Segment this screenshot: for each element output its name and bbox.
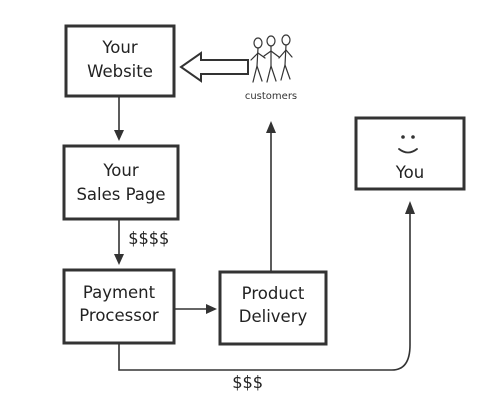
- website-line2: Website: [87, 62, 153, 81]
- delivery-line2: Delivery: [239, 307, 308, 326]
- connector-delivery-to-customers: [266, 121, 276, 272]
- sales-page-line1: Your: [102, 161, 138, 180]
- box-product-delivery: Product Delivery: [218, 270, 328, 346]
- delivery-line1: Product: [242, 284, 305, 303]
- stick-figures-icon: [250, 34, 293, 83]
- box-payment-processor: Payment Processor: [62, 268, 176, 345]
- box-your-sales-page: Your Sales Page: [62, 144, 180, 221]
- connector-payment-to-you: [118, 201, 415, 371]
- customers-label: customers: [245, 91, 297, 102]
- sales-money-label: $$$$: [128, 229, 169, 249]
- connector-sales-to-payment: [114, 219, 124, 265]
- you-label: You: [395, 163, 424, 182]
- customers-arrow: [179, 51, 249, 83]
- connector-payment-to-delivery: [174, 304, 217, 314]
- website-line1: Your: [101, 38, 137, 57]
- payout-money-label: $$$: [232, 373, 263, 393]
- payment-line2: Processor: [79, 306, 159, 325]
- box-you: You: [354, 116, 466, 191]
- connector-website-to-sales: [114, 96, 124, 141]
- smiley-face-icon: [398, 135, 418, 154]
- box-your-website: Your Website: [64, 24, 176, 98]
- sales-page-line2: Sales Page: [76, 185, 165, 204]
- payment-line1: Payment: [83, 283, 156, 302]
